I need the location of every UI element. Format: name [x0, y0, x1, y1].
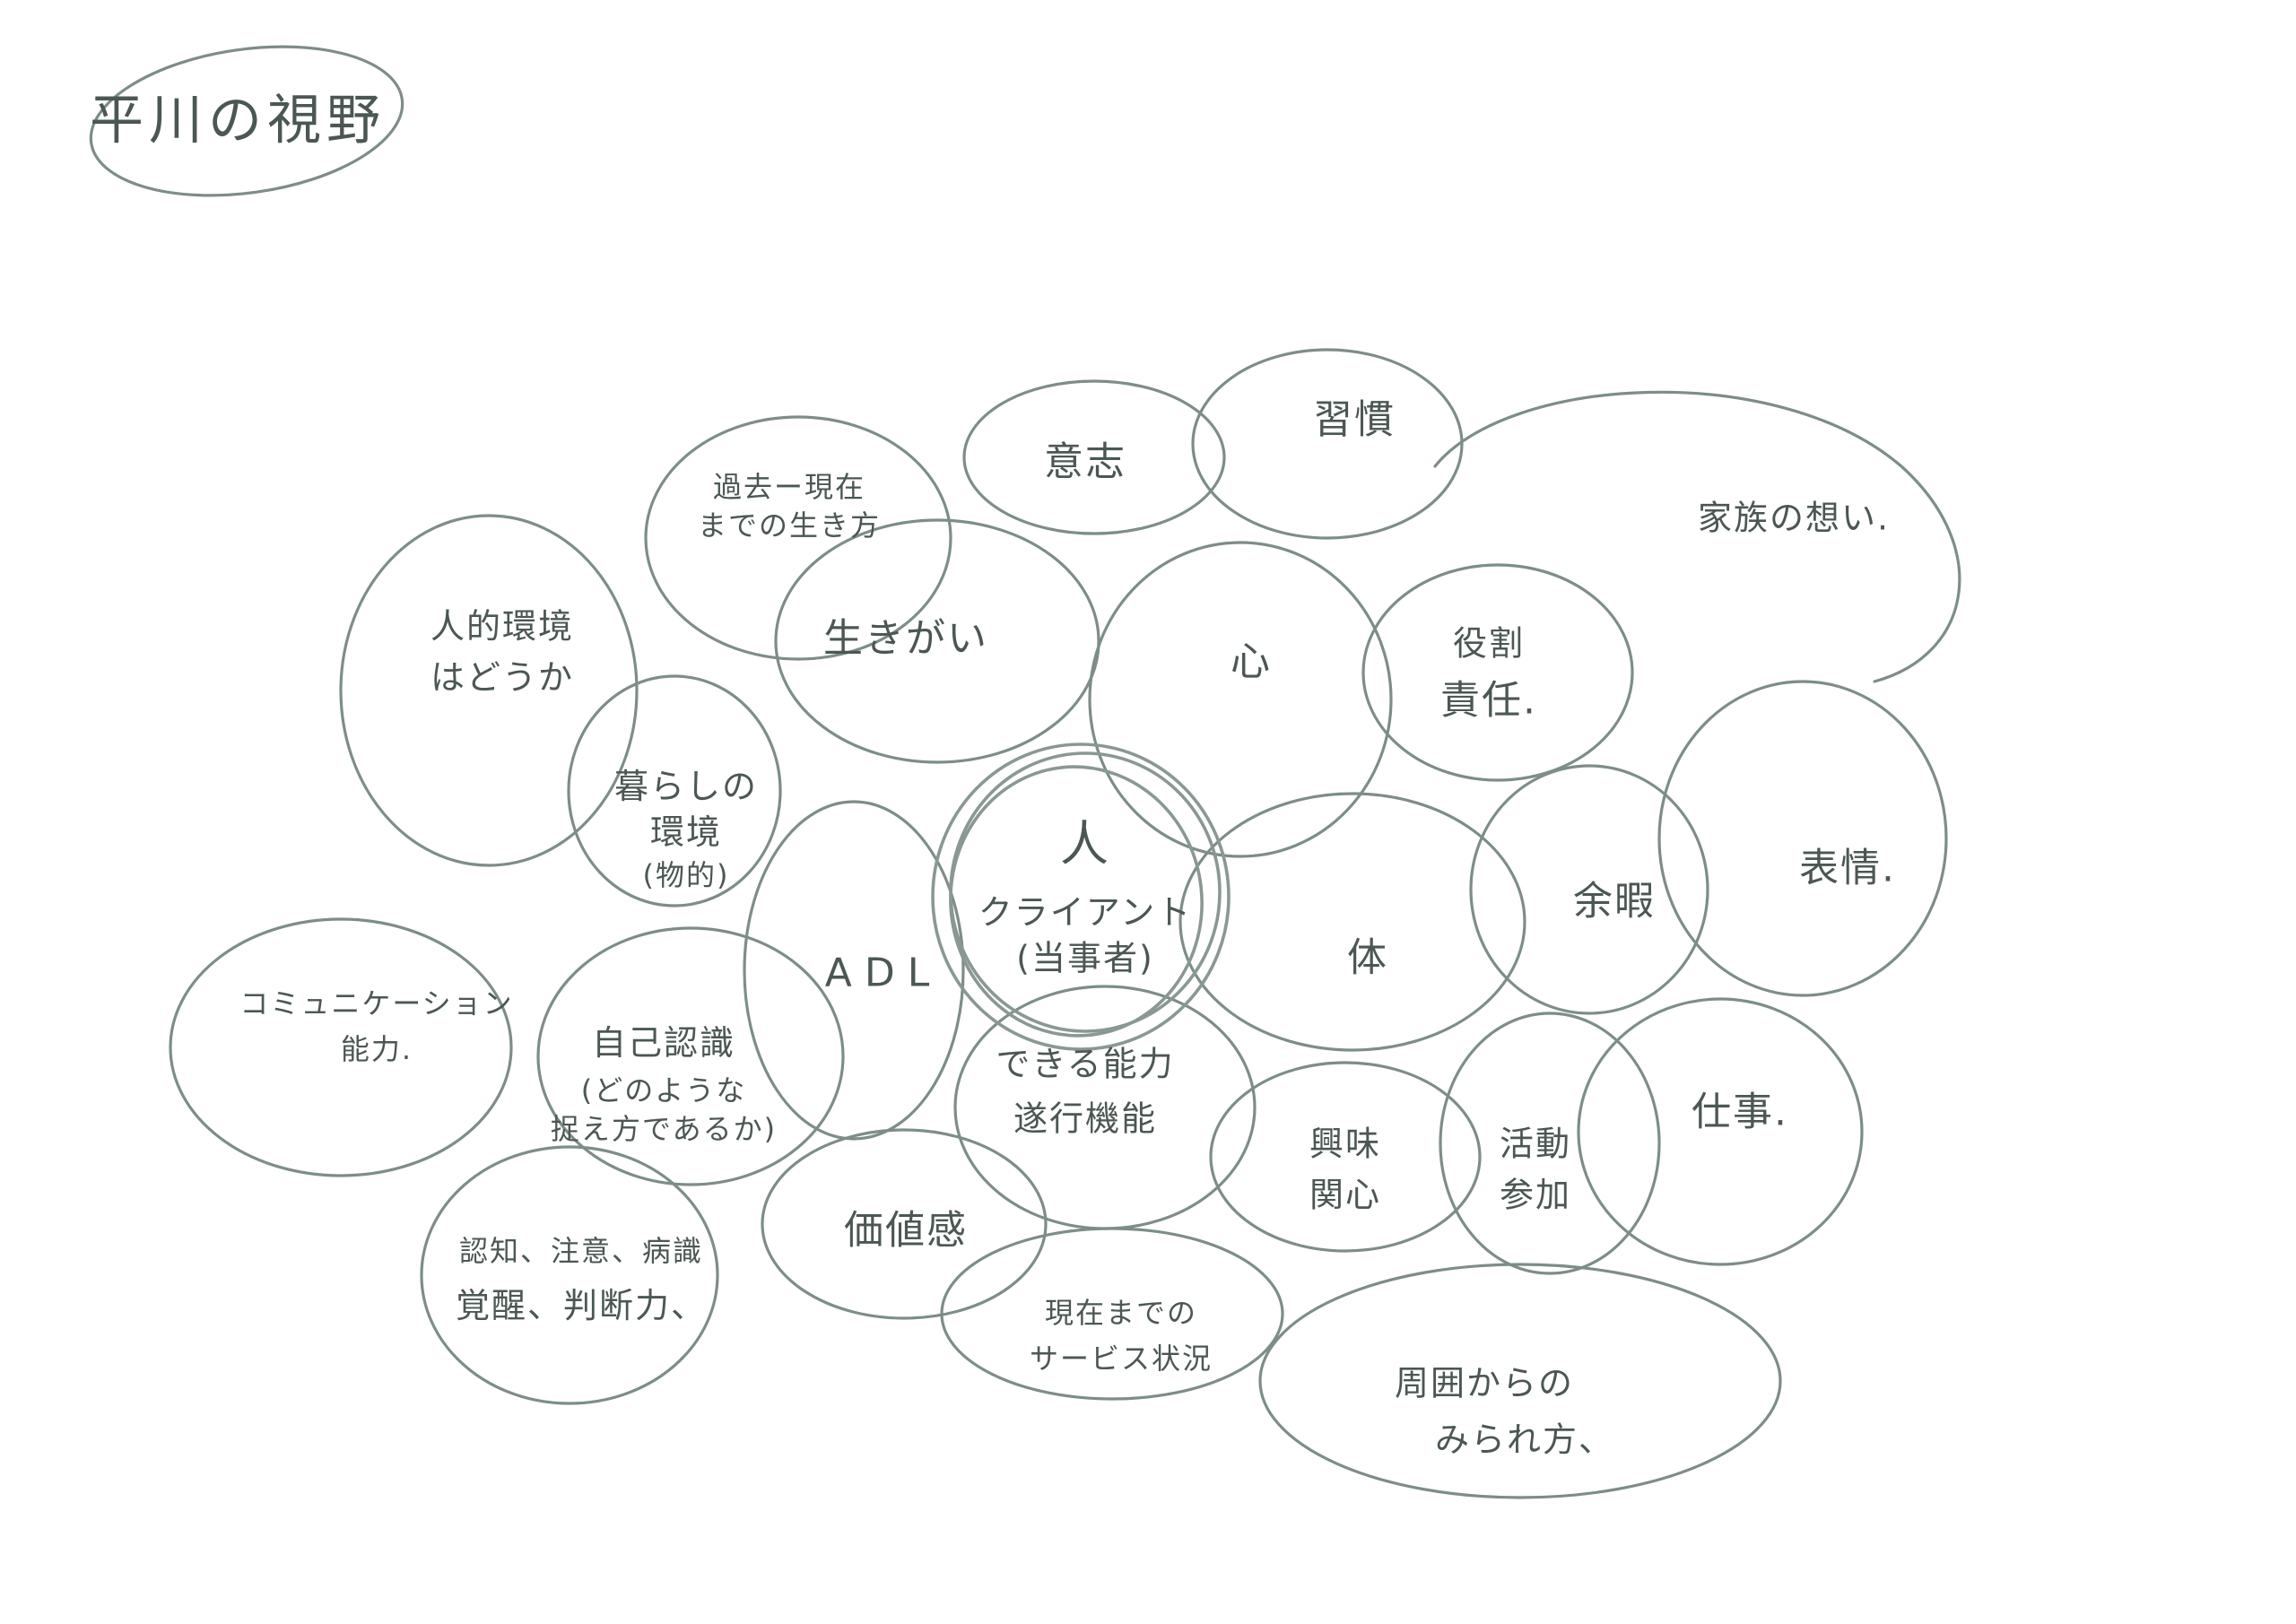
bubble-adl — [743, 800, 965, 1141]
bubble-heart — [1088, 541, 1393, 858]
past-line2: までの生き方 — [697, 508, 882, 543]
label-habit: 習慣 — [1313, 393, 1396, 446]
role-line2: 責任. — [1440, 677, 1537, 724]
label-ability: できる能力 遂行機能 — [996, 1042, 1174, 1143]
human-env-line1: 人的環境 — [430, 606, 575, 647]
bubble-role — [1361, 563, 1634, 782]
bubble-leisure — [1469, 764, 1709, 1015]
service-line1: 現在までの — [1044, 1295, 1198, 1330]
label-work: 仕事. — [1692, 1085, 1788, 1138]
bubble-cognition — [420, 1145, 719, 1405]
label-living-environment: 暮らしの 環境 (物的) — [614, 764, 758, 895]
role-line1: 役割 — [1452, 623, 1525, 664]
center-main-text: 人 — [1059, 815, 1110, 873]
bubble-family — [1433, 390, 1961, 683]
activity-line2: 参加 — [1499, 1176, 1572, 1215]
work-text: 仕事. — [1692, 1089, 1788, 1135]
ability-line2: 遂行機能 — [1013, 1099, 1157, 1139]
label-values: 価値感 — [844, 1203, 968, 1256]
activity-line1: 活動 — [1499, 1124, 1572, 1164]
bubble-values — [761, 1128, 1048, 1320]
self-line1: 自己認識 — [591, 1023, 736, 1064]
label-self-awareness: 自己認識 (どのような 捉え方であるか) — [551, 1020, 777, 1150]
bubble-activity — [1439, 1012, 1661, 1275]
bubble-self-awareness — [536, 926, 845, 1186]
label-interest: 興味 関心 — [1309, 1122, 1381, 1220]
label-surroundings-view: 周囲からの みられ方、 — [1354, 1361, 1614, 1464]
label-communication: コミュニケーション 能力. — [239, 985, 513, 1069]
cognition-line1: 認知、注意、病識 — [458, 1233, 704, 1268]
label-past-to-present: 過去ー現在 までの生き方 — [698, 468, 881, 545]
bubble-expression — [1657, 680, 1948, 997]
ability-line1: できる能力 — [996, 1044, 1175, 1084]
diagram-title: 平川の視野 — [90, 85, 386, 158]
heart-text: 心 — [1231, 638, 1272, 685]
ikigai-text: 生きがい — [823, 615, 988, 662]
comm-line1: コミュニケーション — [239, 986, 514, 1020]
bubble-past — [644, 415, 952, 661]
bubble-ability — [953, 985, 1257, 1230]
label-expression: 表情. — [1799, 841, 1896, 894]
bubble-living-env — [567, 674, 782, 908]
interest-line1: 興味 — [1309, 1124, 1382, 1164]
family-text: 家族の想い. — [1697, 498, 1891, 538]
label-family-wishes: 家族の想い. — [1698, 495, 1890, 541]
title-oval — [89, 45, 404, 197]
title-text: 平川の視野 — [90, 89, 386, 152]
surroundings-line2: みられ方、 — [1434, 1420, 1615, 1460]
label-body: 体 — [1347, 931, 1388, 984]
label-role-responsibility: 役割 責任. — [1440, 621, 1537, 728]
bubble-communication — [169, 917, 513, 1177]
center-client-label: 人 クライアント (当事者) — [978, 812, 1192, 981]
label-activity-participation: 活動 参加 — [1500, 1122, 1571, 1220]
self-line2: (どのような — [580, 1073, 747, 1108]
living-line2: 環境 — [649, 812, 723, 853]
bubble-surroundings — [1258, 1263, 1782, 1499]
bubble-ikigai — [774, 518, 1100, 764]
comm-line2: 能力. — [340, 1032, 413, 1066]
label-cognition: 認知、注意、病識 覚醒、判断力、 — [456, 1232, 707, 1329]
service-line2: サービス状況 — [1029, 1342, 1213, 1376]
label-human-environment: 人的環境 はどうか — [430, 604, 574, 702]
adl-text: ADL — [824, 950, 943, 996]
human-env-line2: はどうか — [430, 658, 575, 698]
center-ring-3 — [949, 765, 1204, 1038]
bubble-human-env — [339, 514, 639, 867]
living-line3: (物的) — [642, 857, 730, 892]
bubble-work — [1577, 997, 1864, 1266]
habit-text: 習慣 — [1313, 396, 1396, 443]
expression-text: 表情. — [1799, 845, 1896, 891]
label-heart: 心 — [1231, 635, 1272, 688]
bubble-body — [1178, 792, 1526, 1052]
leisure-text: 余暇 — [1573, 878, 1656, 925]
bubble-will — [962, 379, 1226, 535]
label-leisure: 余暇 — [1573, 874, 1656, 927]
self-line3: 捉え方であるか) — [550, 1112, 778, 1147]
cognition-line2: 覚醒、判断力、 — [455, 1285, 708, 1325]
label-adl: ADL — [825, 946, 943, 999]
living-line1: 暮らしの — [613, 767, 759, 807]
surroundings-line1: 周囲からの — [1394, 1363, 1575, 1403]
label-will: 意志 — [1044, 435, 1126, 488]
values-text: 価値感 — [844, 1207, 968, 1254]
center-sub-text: クライアント — [978, 892, 1193, 933]
past-line1: 過去ー現在 — [712, 469, 866, 504]
interest-line2: 関心 — [1309, 1176, 1382, 1215]
label-service-status: 現在までの サービス状況 — [1030, 1294, 1213, 1378]
center-ring-1 — [931, 743, 1231, 1051]
bubble-habit — [1191, 348, 1464, 540]
center-paren-text: (当事者) — [1016, 938, 1154, 978]
bubble-interest — [1209, 1061, 1482, 1253]
label-ikigai: 生きがい — [823, 612, 988, 664]
will-text: 意志 — [1044, 439, 1126, 485]
body-text: 体 — [1347, 934, 1388, 981]
